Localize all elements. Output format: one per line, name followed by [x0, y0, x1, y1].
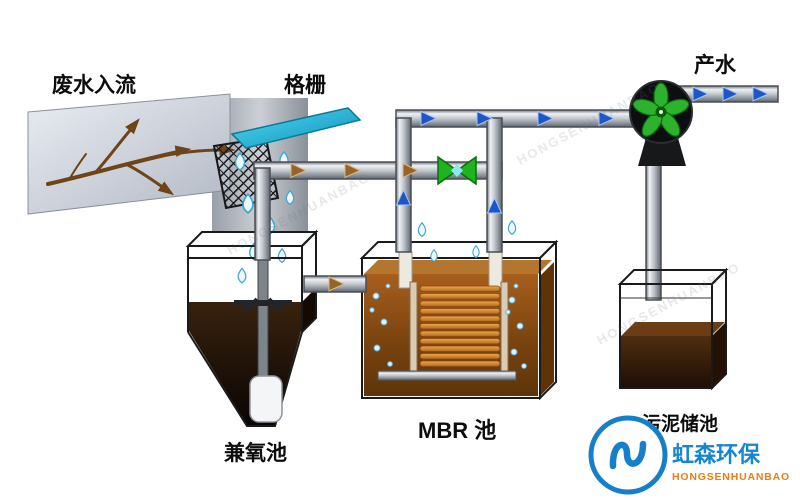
water-droplet-icon: [472, 245, 480, 259]
label-product-water: 产水: [694, 53, 737, 77]
logo-name-en: HONGSENHUANBAO: [672, 471, 790, 483]
tank-funnel: [187, 331, 303, 427]
membrane-stack: [419, 285, 501, 367]
mixer-shaft: [257, 255, 269, 385]
mbr-liquid-surface: [364, 260, 552, 274]
water-droplet-icon: [507, 220, 517, 235]
water-droplet-icon: [430, 249, 438, 263]
valve-center: [451, 164, 463, 177]
mbr-liquid-side: [540, 262, 554, 396]
tank-front-face: [619, 283, 713, 389]
piping: [253, 85, 779, 301]
diffuser-cylinder: [249, 375, 283, 423]
pump-stand: [638, 138, 686, 166]
mbr-riser-left: [395, 117, 412, 253]
membrane-rail-left: [409, 281, 418, 373]
facultative-liquid: [189, 302, 301, 425]
label-screen: 格栅: [284, 73, 326, 97]
screen-plate: [230, 107, 362, 149]
logo-wave-icon: [609, 440, 647, 470]
valve: [437, 155, 477, 186]
sludge-liquid: [621, 336, 711, 387]
label-mbr-tank: MBR 池: [418, 418, 496, 443]
mbr-tank: [359, 220, 559, 401]
mixer-blade: [234, 300, 292, 306]
mixer-propeller: [243, 297, 283, 314]
membrane-rail-right: [500, 281, 509, 373]
tank-front-face: [187, 246, 303, 332]
inner-pipe-right: [488, 251, 503, 289]
water-droplet-icon: [417, 222, 427, 237]
pump-impeller: [632, 82, 690, 137]
tank-front-face: [361, 257, 541, 399]
facultative-feed-pipe: [254, 167, 271, 261]
mbr-riser-right: [486, 117, 503, 253]
aeration-bubbles: [369, 283, 527, 369]
inflow-plane: [27, 93, 231, 215]
facultative-tank: [185, 229, 319, 427]
water-droplet-icon: [277, 248, 287, 263]
aeration-pipe: [377, 370, 517, 381]
sludge-surface: [621, 322, 725, 336]
tank-top-face: [359, 241, 559, 259]
sludge-tank: [617, 267, 729, 391]
logo-name-cn: 虹森环保: [672, 442, 761, 467]
pump: [629, 80, 693, 166]
label-facultative-tank: 兼氧池: [224, 441, 287, 465]
water-droplet-icon: [237, 267, 247, 284]
label-wastewater-inflow: 废水入流: [52, 73, 136, 97]
brand-logo: 虹森环保 HONGSENHUANBAO: [588, 415, 790, 495]
label-sludge-tank: 污泥储池: [642, 412, 718, 435]
sludge-liquid-side: [712, 322, 726, 388]
